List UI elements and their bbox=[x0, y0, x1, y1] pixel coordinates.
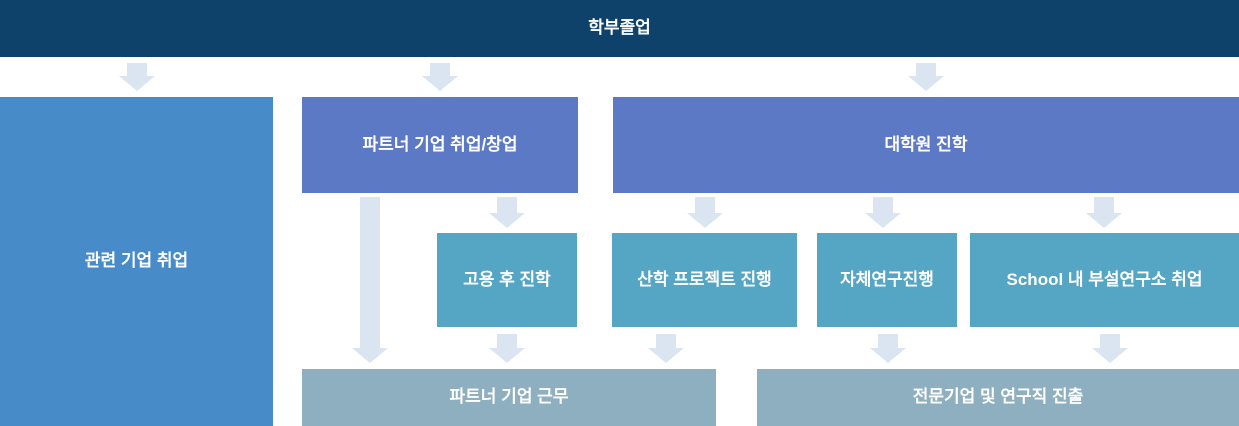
node-label: 자체연구진행 bbox=[840, 269, 934, 289]
arrow-head bbox=[489, 348, 525, 363]
arrow-stem bbox=[695, 197, 715, 213]
down-arrow-long bbox=[352, 197, 388, 363]
arrow-stem bbox=[873, 197, 893, 213]
down-arrow bbox=[422, 63, 458, 91]
down-arrow bbox=[489, 197, 525, 228]
header-bar: 학부졸업 bbox=[0, 0, 1239, 57]
node-label: 관련 기업 취업 bbox=[84, 251, 189, 271]
down-arrow bbox=[489, 334, 525, 363]
down-arrow bbox=[119, 63, 155, 91]
arrow-stem bbox=[497, 334, 517, 348]
node-related-employment: 관련 기업 취업 bbox=[0, 97, 273, 426]
node-school-institute: School 내 부설연구소 취업 bbox=[970, 233, 1239, 327]
node-label: 고용 후 진학 bbox=[463, 269, 551, 289]
arrow-head bbox=[865, 213, 901, 228]
arrow-stem bbox=[916, 63, 936, 76]
down-arrow bbox=[1086, 197, 1122, 228]
arrow-head bbox=[870, 348, 906, 363]
node-professional-research: 전문기업 및 연구직 진출 bbox=[757, 369, 1239, 426]
arrow-stem bbox=[878, 334, 898, 348]
arrow-head bbox=[687, 213, 723, 228]
node-study-after-employment: 고용 후 진학 bbox=[437, 233, 577, 327]
arrow-head bbox=[422, 76, 458, 91]
arrow-head bbox=[1086, 213, 1122, 228]
down-arrow bbox=[908, 63, 944, 91]
header-title: 학부졸업 bbox=[588, 18, 651, 38]
down-arrow bbox=[687, 197, 723, 228]
node-label: 산학 프로젝트 진행 bbox=[637, 269, 772, 289]
node-partner-work: 파트너 기업 근무 bbox=[302, 369, 716, 426]
down-arrow bbox=[648, 334, 684, 363]
node-self-research: 자체연구진행 bbox=[817, 233, 957, 327]
arrow-stem bbox=[430, 63, 450, 76]
arrow-head bbox=[908, 76, 944, 91]
node-label: 파트너 기업 취업/창업 bbox=[362, 134, 518, 154]
node-label: 전문기업 및 연구직 진출 bbox=[912, 387, 1084, 407]
arrow-stem bbox=[497, 197, 517, 213]
node-partner-employment: 파트너 기업 취업/창업 bbox=[302, 97, 578, 193]
node-industry-project: 산학 프로젝트 진행 bbox=[612, 233, 797, 327]
node-label: 파트너 기업 근무 bbox=[449, 387, 569, 407]
node-grad-school: 대학원 진학 bbox=[613, 97, 1239, 193]
arrow-head bbox=[648, 348, 684, 363]
arrow-stem bbox=[1100, 334, 1120, 348]
arrow-stem bbox=[656, 334, 676, 348]
down-arrow bbox=[1092, 334, 1128, 363]
arrow-head bbox=[119, 76, 155, 91]
down-arrow bbox=[870, 334, 906, 363]
arrow-head bbox=[1092, 348, 1128, 363]
node-label: 대학원 진학 bbox=[884, 134, 968, 154]
down-arrow bbox=[865, 197, 901, 228]
node-label: School 내 부설연구소 취업 bbox=[1006, 269, 1203, 289]
arrow-stem bbox=[360, 197, 380, 348]
arrow-stem bbox=[1094, 197, 1114, 213]
arrow-head bbox=[352, 348, 388, 363]
arrow-stem bbox=[127, 63, 147, 76]
arrow-head bbox=[489, 213, 525, 228]
